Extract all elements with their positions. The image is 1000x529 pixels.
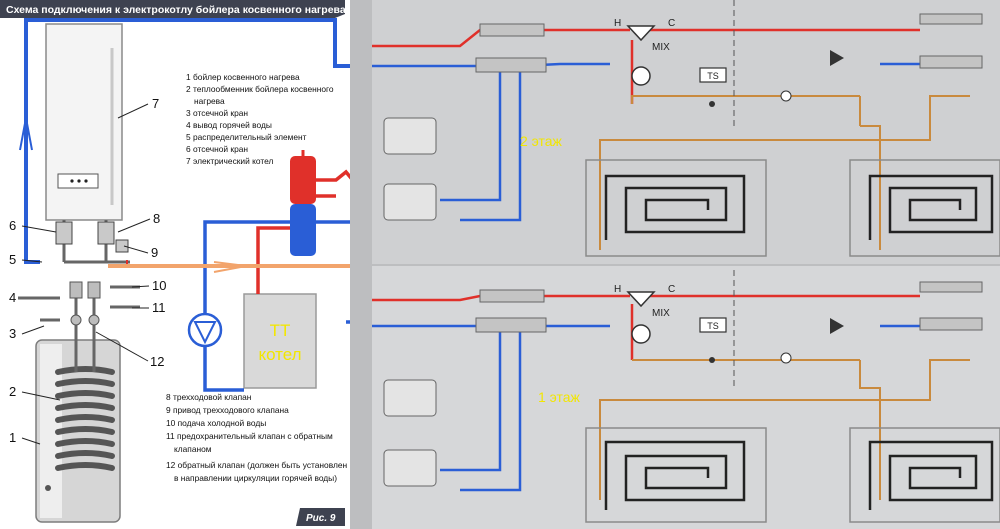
legend-bottom: 8 трехходовой клапан 9 привод трехходово…	[166, 392, 348, 483]
legend-line: 3 отсечной кран	[186, 108, 248, 118]
callout-6: 6	[9, 218, 16, 233]
legend-top: 1 бойлер косвенного нагрева 2 теплообмен…	[186, 72, 334, 166]
lower-junction-icon	[709, 357, 715, 363]
callout-12: 12	[150, 354, 164, 369]
upper-floor-heating-loop-right	[849, 159, 1000, 257]
lower-floor-heating-loop-left	[585, 427, 767, 523]
upper-mixing-valve-icon	[626, 25, 656, 42]
lower-mixing-valve-icon	[626, 291, 656, 308]
legend-line: 5 распределительный элемент	[186, 132, 307, 142]
legend-line: 11 предохранительный клапан с обратным	[166, 431, 333, 441]
upper-temp-sensor-label: TS	[707, 71, 719, 81]
legend-line: 9 привод трехходового клапана	[166, 405, 289, 415]
callout-3: 3	[9, 326, 16, 341]
flow-arrow-icon	[213, 261, 247, 273]
solid-fuel-boiler: ТТ котел	[243, 293, 317, 389]
solid-fuel-boiler-label: котел	[258, 345, 301, 364]
upper-mixing-pump-icon	[631, 66, 651, 86]
tank-heat-exchanger-coil	[55, 366, 115, 471]
callout-2: 2	[9, 384, 16, 399]
lower-check-valve-icon	[830, 318, 844, 334]
flow-arrow-icon	[19, 117, 33, 151]
upper-temp-sensor	[699, 67, 727, 83]
circulation-pump	[187, 312, 223, 348]
upper-mixer-label: MIX	[652, 42, 670, 53]
lower-cold-label: C	[668, 284, 675, 295]
upper-gauge-icon	[780, 90, 792, 102]
lower-temp-sensor	[699, 317, 727, 333]
legend-line: нагрева	[194, 96, 225, 106]
lower-floor-sheet	[372, 266, 1000, 529]
lower-mixing-pump-icon	[631, 324, 651, 344]
upper-floor-heating-loop-left	[585, 159, 767, 257]
legend-line: 6 отсечной кран	[186, 144, 248, 154]
lower-hot-label: H	[614, 284, 621, 295]
upper-cold-label: C	[668, 18, 675, 29]
figure-label: Рис. 9	[306, 513, 336, 524]
callout-11: 11	[152, 300, 166, 315]
lower-manifolds	[475, 281, 983, 333]
legend-line: 10 подача холодной воды	[166, 418, 266, 428]
upper-radiators	[383, 117, 437, 221]
legend-line: 7 электрический котел	[186, 156, 273, 166]
legend-line: 12 обратный клапан (должен быть установл…	[166, 460, 348, 470]
electric-boiler	[45, 23, 123, 221]
upper-manifolds	[475, 13, 983, 73]
lower-radiators	[383, 379, 437, 487]
legend-line: 2 теплообменник бойлера косвенного	[186, 84, 334, 94]
legend-line: клапаном	[174, 444, 212, 454]
lower-mixer-label: MIX	[652, 308, 670, 319]
callout-10: 10	[152, 278, 166, 293]
callout-1: 1	[9, 430, 16, 445]
lower-temp-sensor-label: TS	[707, 321, 719, 331]
lower-gauge-icon	[780, 352, 792, 364]
legend-line: 4 вывод горячей воды	[186, 120, 272, 130]
legend-line: 1 бойлер косвенного нагрева	[186, 72, 300, 82]
upper-hot-label: H	[614, 18, 621, 29]
upper-check-valve-icon	[830, 50, 844, 66]
lower-floor-heating-loop-right	[849, 427, 1000, 523]
legend-line: 8 трехходовой клапан	[166, 392, 252, 402]
upper-floor-scheme: TS MIX H C 2 этаж	[372, 0, 1000, 257]
diagram-title: Схема подключения к электрокотлу бойлера…	[6, 4, 346, 16]
legend-line: в направлении циркуляции горячей воды)	[174, 473, 337, 483]
boiler-shutoff-valves	[55, 221, 129, 253]
solid-fuel-boiler-label: ТТ	[270, 321, 291, 340]
callout-8: 8	[153, 211, 160, 226]
figure-badge: Рис. 9	[296, 508, 345, 526]
title-bar: Схема подключения к электрокотлу бойлера…	[0, 0, 346, 18]
upper-junction-icon	[709, 101, 715, 107]
lower-floor-scheme: TS MIX H C 1 этаж	[372, 270, 1000, 523]
boiler-return-pipe	[24, 18, 358, 264]
callout-lines	[21, 103, 151, 445]
callout-4: 4	[9, 290, 16, 305]
callout-7: 7	[152, 96, 159, 111]
callout-5: 5	[9, 252, 16, 267]
upper-floor-label: 2 этаж	[520, 133, 563, 149]
lower-heating-circuit	[599, 359, 970, 500]
tank-valves	[69, 281, 101, 326]
callout-9: 9	[151, 245, 158, 260]
hydraulic-separator	[290, 150, 316, 256]
lower-floor-label: 1 этаж	[538, 389, 581, 405]
